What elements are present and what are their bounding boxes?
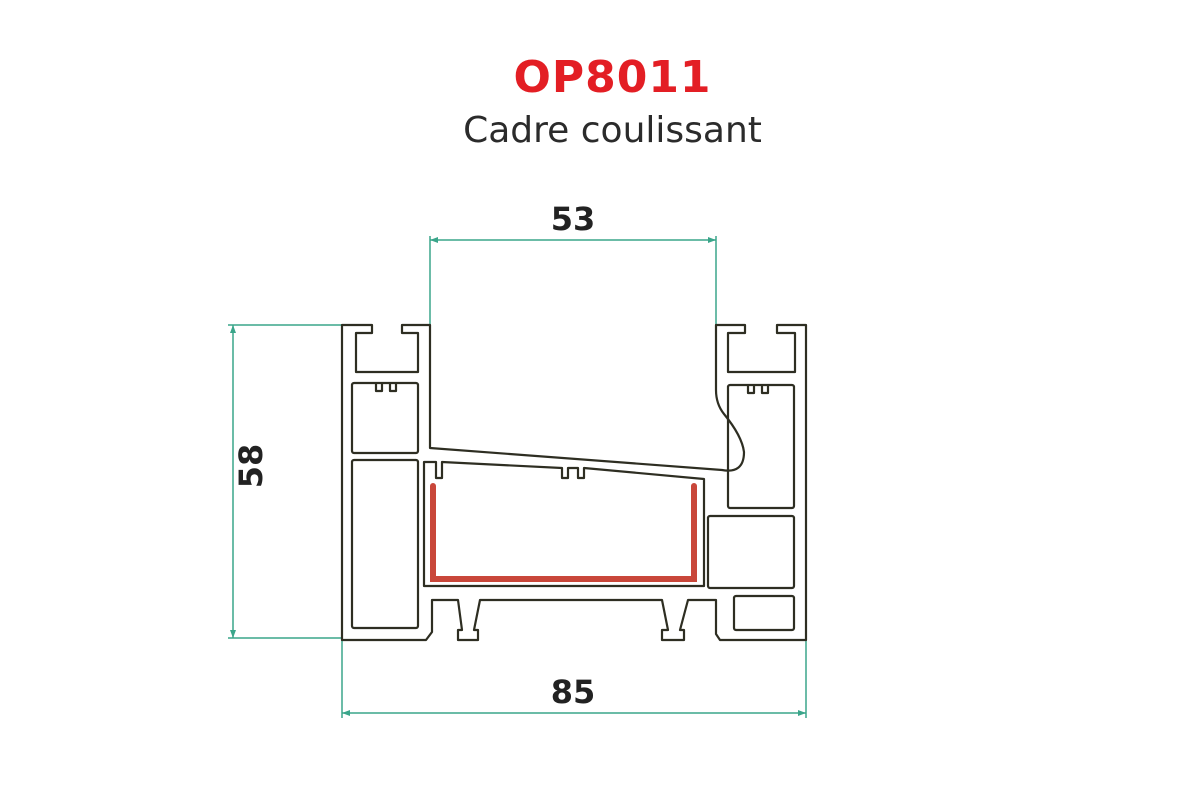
product-name: Cadre coulissant [463,110,762,151]
steel-reinforcement [430,483,697,582]
product-code: OP8011 [513,52,712,103]
dim-label-53: 53 [551,200,596,238]
right-chamber-upper [726,383,796,510]
right-chamber-middle [706,514,796,590]
outer-contour [340,323,808,642]
left-chamber-lower [350,458,420,630]
dim-label-85: 85 [551,673,596,711]
dimension-lines [228,236,807,718]
profile-outline [340,323,808,642]
dimension-arrows [230,237,806,716]
left-chamber-upper [350,381,420,455]
right-chamber-lower [732,594,796,632]
central-chamber [422,460,706,588]
dim-label-58: 58 [232,444,270,489]
